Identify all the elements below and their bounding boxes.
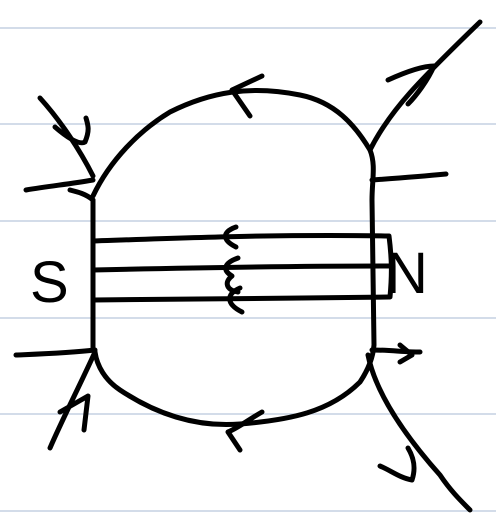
arrowhead (225, 409, 265, 453)
arrowhead (229, 73, 265, 119)
external-field-line (369, 171, 449, 183)
north-pole-label: N (386, 241, 428, 306)
external-field-line (23, 177, 96, 193)
south-pole-label: S (30, 250, 69, 315)
arrowhead (227, 285, 245, 315)
arrowhead (377, 445, 417, 483)
external-field-line (13, 347, 98, 358)
arrowhead (67, 187, 96, 203)
internal-field-line (90, 294, 392, 303)
external-field-line (47, 349, 98, 451)
arrowhead (223, 224, 239, 250)
internal-field-line (90, 263, 393, 273)
arrowhead (52, 115, 91, 146)
arrowhead (385, 63, 437, 107)
external-field-line (369, 347, 423, 355)
external-field-line (367, 19, 483, 153)
arrowhead (57, 393, 91, 433)
arrowhead (223, 255, 241, 295)
field-loop (90, 88, 377, 428)
external-field-line (365, 352, 473, 513)
notebook-ruled-lines (0, 27, 496, 512)
arrowhead (397, 342, 415, 365)
